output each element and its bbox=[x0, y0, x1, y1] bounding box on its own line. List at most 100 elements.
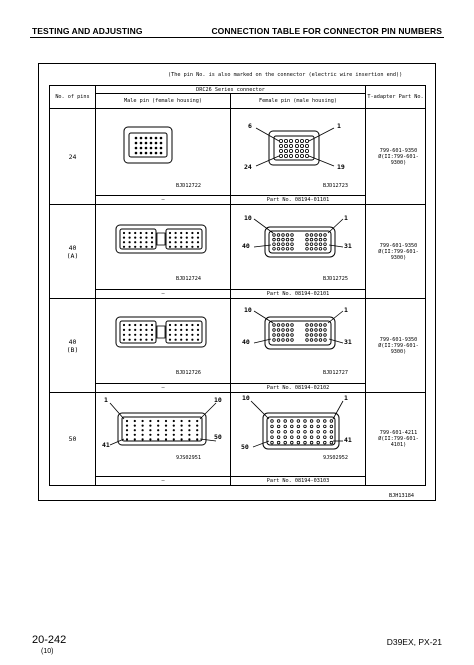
pin-dot bbox=[128, 245, 131, 248]
pin-dot bbox=[309, 440, 314, 445]
pin-dot bbox=[122, 241, 126, 244]
pin-dot bbox=[323, 430, 327, 434]
pin-count: 24 bbox=[49, 108, 96, 205]
pin-dot bbox=[309, 419, 314, 423]
pin-dot bbox=[139, 231, 142, 235]
pin-dot bbox=[174, 323, 177, 327]
pin-dot bbox=[316, 435, 320, 439]
pin-dot bbox=[323, 435, 327, 439]
pin-dot bbox=[318, 333, 323, 337]
pin-dot bbox=[323, 419, 327, 423]
pin-dot bbox=[128, 231, 131, 235]
pin-dot bbox=[134, 323, 137, 327]
pin-dot bbox=[122, 338, 126, 341]
pin-dot bbox=[290, 242, 294, 246]
pin-dot bbox=[168, 231, 172, 235]
pin-dot bbox=[290, 233, 294, 237]
pin-dot bbox=[150, 241, 154, 244]
pin-dot bbox=[196, 419, 199, 423]
pin-dot bbox=[318, 328, 323, 332]
pin-dot bbox=[276, 242, 281, 246]
pin-dot bbox=[270, 440, 274, 445]
pin-dot bbox=[290, 424, 294, 429]
pin-dot bbox=[290, 440, 294, 445]
pin-dot bbox=[191, 241, 194, 244]
pin-dot bbox=[157, 419, 160, 423]
pin-dot bbox=[309, 430, 314, 434]
pin-dot bbox=[272, 242, 276, 246]
adapter-part: 799-601-4211 Ø(II:799-601-4101) bbox=[365, 392, 426, 486]
pin-note: (The pin No. is also marked on the conne… bbox=[168, 72, 403, 78]
female-connector-cell: 10 1 40 31 BJD12727 bbox=[230, 298, 366, 384]
pin-dot bbox=[290, 323, 294, 327]
pin-dot bbox=[150, 338, 154, 341]
pin-label-tr: 1 bbox=[344, 394, 348, 402]
pin-count: 40(B) bbox=[49, 298, 96, 393]
pin-dot bbox=[276, 440, 281, 445]
pin-dot bbox=[185, 338, 188, 341]
pin-dot bbox=[157, 438, 160, 441]
pin-dot bbox=[276, 328, 281, 332]
pin-dot bbox=[133, 433, 136, 436]
pin-dot bbox=[276, 338, 281, 342]
pin-dot bbox=[314, 242, 318, 246]
pin-dot bbox=[145, 231, 148, 235]
pin-dot bbox=[180, 419, 183, 423]
pin-dot bbox=[180, 429, 183, 432]
pin-dot bbox=[285, 247, 290, 251]
pin-dot bbox=[283, 424, 287, 429]
pin-dot bbox=[316, 430, 320, 434]
pin-label-tl: 1 bbox=[104, 396, 108, 404]
female-connector-50-drawing bbox=[250, 400, 344, 450]
pin-dot bbox=[318, 323, 323, 327]
pin-dot bbox=[185, 333, 188, 336]
pin-dot bbox=[276, 323, 281, 327]
pin-dot bbox=[139, 241, 142, 244]
drawing-code: BJD12727 bbox=[323, 370, 348, 376]
pin-dot bbox=[323, 242, 327, 246]
pin-dot bbox=[145, 328, 148, 331]
pin-dot bbox=[305, 338, 309, 342]
pin-dot bbox=[305, 323, 309, 327]
pin-dot bbox=[191, 245, 194, 248]
pin-dot bbox=[185, 231, 188, 235]
male-part-no: – bbox=[95, 195, 231, 205]
male-connector-50-drawing bbox=[109, 402, 217, 446]
pin-dot bbox=[309, 333, 314, 337]
pin-dot bbox=[164, 438, 168, 441]
adapter-part: 799-601-9350 Ø(II:799-601-9300) bbox=[365, 298, 426, 393]
pin-dot bbox=[174, 241, 177, 244]
pin-dot bbox=[174, 333, 177, 336]
pin-dot bbox=[329, 430, 334, 434]
pin-dot bbox=[281, 333, 285, 337]
pin-dot bbox=[134, 328, 137, 331]
pin-dot bbox=[276, 424, 281, 429]
pin-dot bbox=[305, 328, 309, 332]
pin-label-bl: 40 bbox=[242, 338, 250, 346]
pin-dot bbox=[323, 247, 327, 251]
pin-dot bbox=[309, 242, 314, 246]
pin-dot bbox=[281, 338, 285, 342]
pin-dot bbox=[145, 245, 148, 248]
pin-dot bbox=[305, 233, 309, 237]
pin-dot bbox=[172, 424, 175, 427]
pin-dot bbox=[191, 338, 194, 341]
pin-count: 40(A) bbox=[49, 204, 96, 299]
pin-dot bbox=[283, 430, 287, 434]
pin-dot bbox=[323, 233, 327, 237]
pin-dot bbox=[276, 237, 281, 242]
pin-dot bbox=[164, 429, 168, 432]
pin-dot bbox=[150, 236, 154, 239]
pin-dot bbox=[139, 323, 142, 327]
pin-dot bbox=[188, 438, 191, 441]
pin-dot bbox=[314, 328, 318, 332]
male-connector-cell: BJD12722 bbox=[95, 108, 231, 196]
pin-dot bbox=[196, 241, 200, 244]
pin-dot bbox=[309, 323, 314, 327]
adapter-part: 799-601-9350 Ø(II:799-601-9300) bbox=[365, 204, 426, 299]
pin-dot bbox=[128, 236, 131, 239]
pin-dot bbox=[168, 338, 172, 341]
pin-dot bbox=[290, 328, 294, 332]
pin-dot bbox=[180, 231, 183, 235]
pin-dot bbox=[303, 435, 307, 439]
